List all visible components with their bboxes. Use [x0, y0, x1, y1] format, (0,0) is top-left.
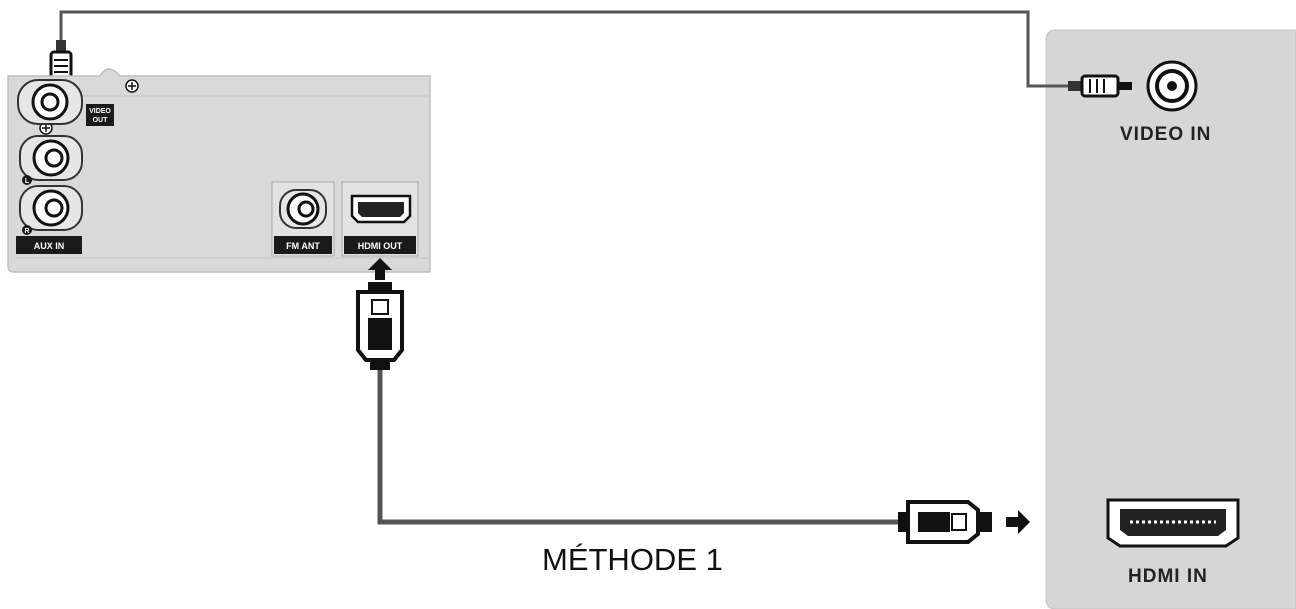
hdmi-plug-tv — [898, 500, 992, 544]
aux-l-marker — [22, 175, 32, 185]
player-video-out-label: VIDEO OUT — [86, 104, 114, 126]
arrow-up-icon — [368, 258, 392, 280]
svg-text:OUT: OUT — [93, 117, 109, 124]
player-aux-in-r-jack — [19, 185, 83, 231]
arrow-right-icon — [1006, 510, 1030, 534]
player-aux-in-label: AUX IN — [16, 236, 82, 254]
hdmi-cable — [377, 370, 900, 525]
video-cable — [59, 10, 1070, 88]
svg-text:FM ANT: FM ANT — [286, 241, 320, 251]
svg-text:HDMI OUT: HDMI OUT — [358, 241, 403, 251]
rca-plug-tv — [1068, 74, 1132, 98]
aux-r-label: R — [24, 228, 29, 235]
screw-icon — [125, 79, 139, 93]
aux-r-marker — [22, 225, 32, 235]
svg-text:VIDEO: VIDEO — [89, 108, 111, 115]
tv-hdmi-in-port — [1106, 498, 1240, 548]
player-hdmi-out-label: HDMI OUT — [344, 236, 416, 254]
player-aux-in-l-jack — [19, 135, 83, 181]
aux-l-label: L — [25, 178, 30, 185]
tv-video-in-label: VIDEO IN — [1120, 124, 1211, 145]
tv-video-in-jack — [1146, 60, 1198, 112]
player-fm-ant-label: FM ANT — [274, 236, 332, 254]
tv-hdmi-in-label: HDMI IN — [1128, 566, 1208, 587]
player-video-out-jack — [17, 79, 83, 125]
method-caption: MÉTHODE 1 — [542, 542, 723, 577]
hdmi-plug-player — [356, 282, 404, 370]
svg-text:AUX IN: AUX IN — [34, 241, 65, 251]
